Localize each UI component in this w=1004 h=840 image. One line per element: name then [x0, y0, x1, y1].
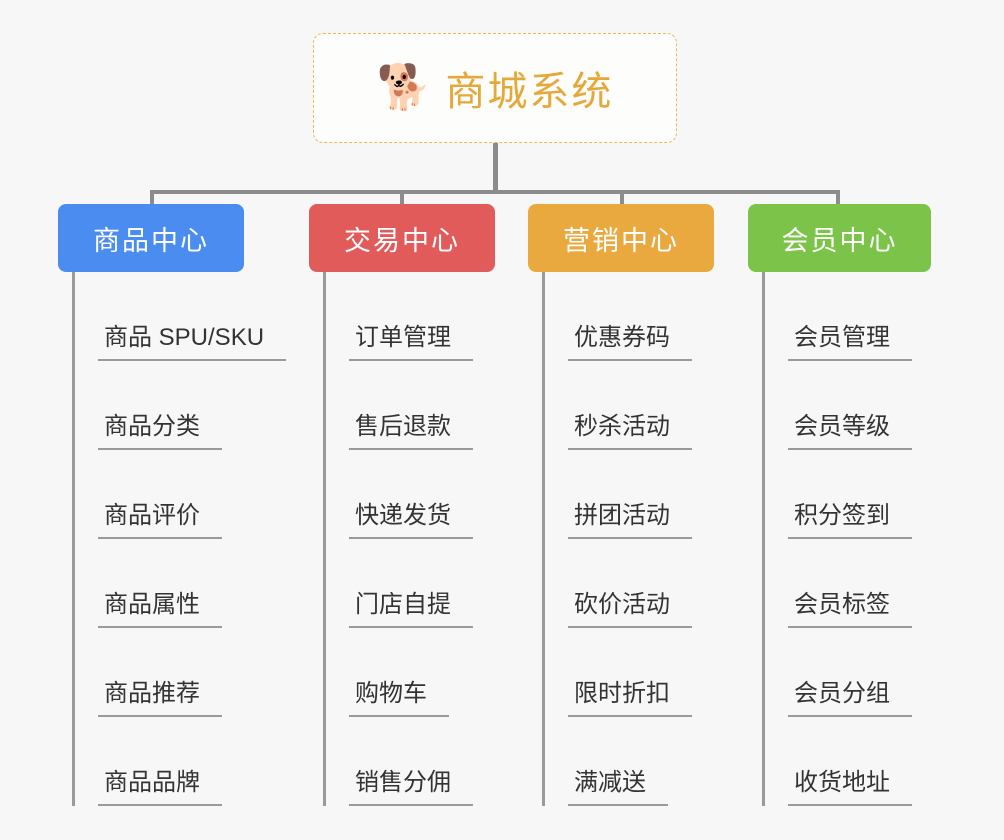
root-node-title: 商城系统 [445, 70, 614, 114]
branch-header-label: 会员中心 [781, 225, 898, 256]
leaf-item-label: 售后退款 [349, 406, 473, 450]
leaf-item-label: 会员等级 [788, 406, 912, 450]
leaf-item-label: 拼团活动 [568, 495, 692, 539]
leaf-item[interactable]: 销售分佣 [323, 717, 495, 806]
leaf-spine [762, 272, 765, 806]
leaf-item-label: 购物车 [349, 673, 449, 717]
branch-column-trade-center: 交易中心 订单管理 售后退款 快递发货 门店自提 购物车 销售分佣 [309, 204, 495, 806]
leaf-item[interactable]: 会员等级 [762, 361, 931, 450]
leaf-item[interactable]: 购物车 [323, 628, 495, 717]
branch-column-product-center: 商品中心 商品 SPU/SKU 商品分类 商品评价 商品属性 商品推荐 商品品牌 [58, 204, 287, 806]
leaf-item[interactable]: 商品 SPU/SKU [72, 272, 287, 361]
leaf-item[interactable]: 商品分类 [72, 361, 244, 450]
leaf-spine [542, 272, 545, 806]
leaf-item-label: 会员管理 [788, 317, 912, 361]
leaf-item-label: 优惠券码 [568, 317, 692, 361]
leaf-item[interactable]: 商品品牌 [72, 717, 244, 806]
connector-drop-branch-1 [150, 190, 154, 208]
branch-header-label: 交易中心 [344, 225, 460, 256]
leaf-list-marketing-center: 优惠券码 秒杀活动 拼团活动 砍价活动 限时折扣 满减送 [542, 272, 714, 806]
leaf-item-label: 会员分组 [788, 673, 912, 717]
leaf-item[interactable]: 收货地址 [762, 717, 931, 806]
leaf-item[interactable]: 商品属性 [72, 539, 244, 628]
branch-header-trade-center[interactable]: 交易中心 [309, 204, 495, 272]
leaf-spine [323, 272, 326, 806]
leaf-item[interactable]: 满减送 [542, 717, 714, 806]
leaf-item[interactable]: 优惠券码 [542, 272, 714, 361]
connector-root-stem [493, 143, 498, 193]
branch-header-member-center[interactable]: 会员中心 [748, 204, 931, 272]
branch-header-product-center[interactable]: 商品中心 [58, 204, 244, 272]
leaf-item[interactable]: 会员分组 [762, 628, 931, 717]
leaf-spine [72, 272, 75, 806]
branch-header-label: 商品中心 [93, 225, 209, 256]
leaf-item-label: 积分签到 [788, 495, 912, 539]
leaf-item[interactable]: 秒杀活动 [542, 361, 714, 450]
leaf-item[interactable]: 砍价活动 [542, 539, 714, 628]
leaf-item-label: 限时折扣 [568, 673, 692, 717]
leaf-list-trade-center: 订单管理 售后退款 快递发货 门店自提 购物车 销售分佣 [323, 272, 495, 806]
branch-column-marketing-center: 营销中心 优惠券码 秒杀活动 拼团活动 砍价活动 限时折扣 满减送 [528, 204, 714, 806]
leaf-item[interactable]: 会员管理 [762, 272, 931, 361]
leaf-item[interactable]: 快递发货 [323, 450, 495, 539]
leaf-item-label: 秒杀活动 [568, 406, 692, 450]
leaf-item-label: 会员标签 [788, 584, 912, 628]
leaf-item-label: 收货地址 [788, 762, 912, 806]
leaf-item-label: 商品 SPU/SKU [98, 317, 287, 361]
leaf-item-label: 商品推荐 [98, 673, 222, 717]
connector-drop-branch-3 [620, 190, 624, 208]
leaf-item-label: 商品评价 [98, 495, 222, 539]
leaf-item[interactable]: 售后退款 [323, 361, 495, 450]
leaf-item-label: 满减送 [568, 762, 668, 806]
branch-column-member-center: 会员中心 会员管理 会员等级 积分签到 会员标签 会员分组 收货地址 [748, 204, 931, 806]
leaf-item-label: 商品属性 [98, 584, 222, 628]
root-node-shop-system[interactable]: 🐕 商城系统 [313, 33, 677, 143]
leaf-item-label: 订单管理 [349, 317, 473, 361]
leaf-item[interactable]: 拼团活动 [542, 450, 714, 539]
leaf-item[interactable]: 限时折扣 [542, 628, 714, 717]
leaf-item-label: 商品分类 [98, 406, 222, 450]
connector-drop-branch-4 [836, 190, 840, 208]
leaf-item-label: 商品品牌 [98, 762, 222, 806]
leaf-item[interactable]: 积分签到 [762, 450, 931, 539]
leaf-item[interactable]: 订单管理 [323, 272, 495, 361]
leaf-item-label: 门店自提 [349, 584, 473, 628]
leaf-item[interactable]: 商品评价 [72, 450, 244, 539]
connector-horizontal-bus [150, 190, 840, 194]
leaf-list-product-center: 商品 SPU/SKU 商品分类 商品评价 商品属性 商品推荐 商品品牌 [72, 272, 287, 806]
leaf-item[interactable]: 会员标签 [762, 539, 931, 628]
leaf-item[interactable]: 商品推荐 [72, 628, 244, 717]
branch-header-marketing-center[interactable]: 营销中心 [528, 204, 714, 272]
leaf-item-label: 砍价活动 [568, 584, 692, 628]
leaf-list-member-center: 会员管理 会员等级 积分签到 会员标签 会员分组 收货地址 [762, 272, 931, 806]
connector-drop-branch-2 [400, 190, 404, 208]
leaf-item[interactable]: 门店自提 [323, 539, 495, 628]
leaf-item-label: 快递发货 [349, 495, 473, 539]
branch-header-label: 营销中心 [563, 225, 679, 256]
shiba-dog-icon: 🐕 [376, 63, 432, 112]
leaf-item-label: 销售分佣 [349, 762, 473, 806]
